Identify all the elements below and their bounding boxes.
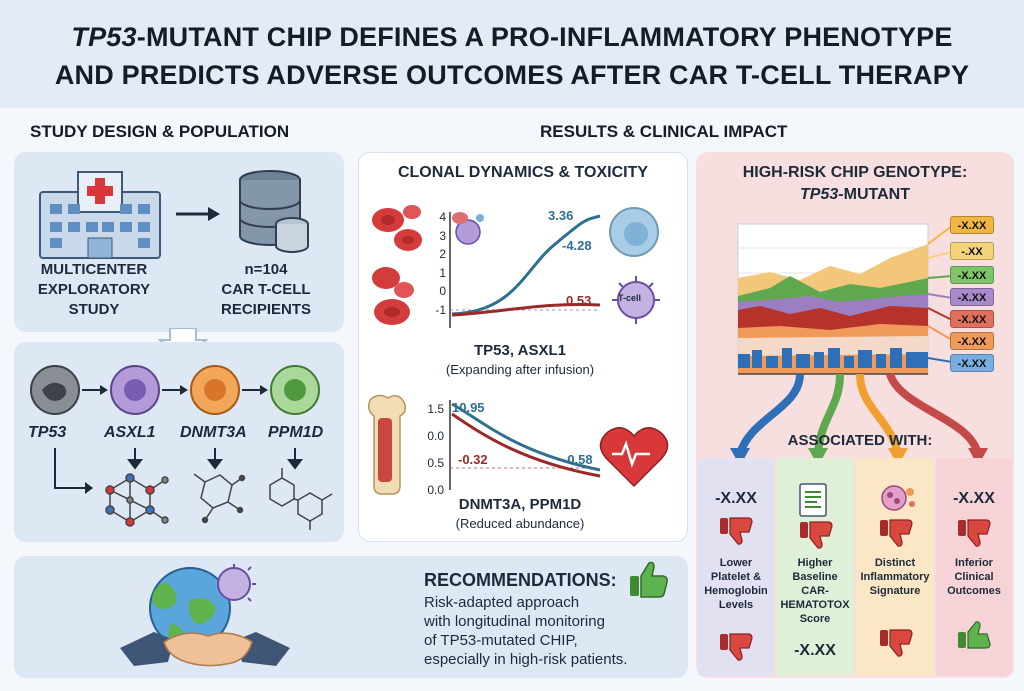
risk-heading-2: TP53-MUTANT bbox=[800, 186, 910, 203]
gene-label-ppm1d: PPM1D bbox=[268, 424, 324, 441]
bottom-chart-subcaption: (Reduced abundance) bbox=[455, 516, 585, 531]
molecule-icon bbox=[269, 468, 333, 530]
heart-icon bbox=[599, 427, 669, 488]
thumbs-down-icon bbox=[800, 521, 833, 549]
risk-tag-4: -X.XX bbox=[950, 288, 994, 306]
risk-tag-6: -X.XX bbox=[950, 332, 994, 350]
clonal-heading: CLONAL DYNAMICS & TOXICITY bbox=[397, 164, 649, 181]
bottom-label-3: -0.58 bbox=[563, 452, 593, 467]
top-chart-caption: TP53, ASXL1 bbox=[474, 342, 566, 359]
outcome-value-1: -X.XX bbox=[715, 490, 757, 507]
title-banner bbox=[0, 0, 1024, 108]
title-line-2: AND PREDICTS ADVERSE OUTCOMES AFTER CAR … bbox=[54, 60, 970, 90]
risk-heading-1: HIGH-RISK CHIP GENOTYPE: bbox=[742, 164, 968, 181]
recommendations-text: Risk-adapted approach with longitudinal … bbox=[424, 594, 628, 668]
globe-handshake-icon bbox=[120, 564, 290, 667]
top-chart-subcaption: (Expanding after infusion) bbox=[445, 362, 595, 377]
bottom-label-2: -0.32 bbox=[458, 452, 488, 467]
molecule-icon bbox=[105, 473, 169, 527]
hospital-icon bbox=[39, 171, 161, 259]
risk-tag-7: -X.XX bbox=[950, 354, 994, 372]
top-label-2: -4.28 bbox=[562, 238, 592, 253]
outcome-text-3: Distinct Inflammatory Signature bbox=[860, 557, 930, 597]
thumbs-down-icon bbox=[720, 517, 753, 545]
recommendations-heading: RECOMMENDATIONS: bbox=[424, 570, 617, 590]
outcome-text-1: Lower Platelet & Hemoglobin Levels bbox=[704, 557, 768, 611]
study-population: n=104 CAR T-CELL RECIPIENTS bbox=[220, 261, 311, 318]
expanding-clones-chart bbox=[372, 205, 660, 328]
risk-tag-2: -.XX bbox=[950, 242, 994, 260]
gene-label-dnmt3a: DNMT3A bbox=[180, 424, 247, 441]
thumbs-down-icon bbox=[958, 519, 991, 547]
red-blood-cell-icon bbox=[372, 205, 422, 325]
outcome-value-2: -X.XX bbox=[794, 642, 836, 659]
report-icon bbox=[799, 483, 827, 517]
bottom-chart-caption: DNMT3A, PPM1D bbox=[458, 496, 582, 513]
handshake-icon bbox=[120, 632, 290, 667]
gene-label-asxl1: ASXL1 bbox=[104, 424, 156, 441]
database-icon bbox=[239, 170, 309, 253]
results-heading: RESULTS & CLINICAL IMPACT bbox=[540, 122, 788, 141]
ppm1d-cell-icon bbox=[270, 365, 320, 415]
inflammatory-cell-icon bbox=[881, 485, 915, 511]
top-chart-y-ticks: 4 3 2 1 0 -1 bbox=[435, 210, 446, 317]
bottom-label-1: 10.95 bbox=[452, 400, 485, 415]
study-type: MULTICENTER EXPLORATORY STUDY bbox=[37, 261, 151, 318]
risk-tag-5: -X.XX bbox=[950, 310, 994, 328]
study-icons bbox=[39, 170, 309, 259]
thumbs-down-icon bbox=[720, 633, 753, 661]
risk-tag-3: -X.XX bbox=[950, 266, 994, 284]
thumbs-up-icon bbox=[958, 621, 991, 649]
asxl1-cell-icon bbox=[110, 365, 160, 415]
thumbs-up-icon bbox=[630, 561, 668, 598]
outcome-text-2: Higher Baseline CAR- HEMATOTOX Score bbox=[780, 557, 850, 625]
stacked-area-chart bbox=[730, 223, 988, 466]
molecule-icon bbox=[193, 473, 246, 524]
title-line-1-text: -MUTANT CHIP DEFINES A PRO-INFLAMMATORY … bbox=[136, 22, 953, 52]
outcome-text-4: Inferior Clinical Outcomes bbox=[947, 557, 1001, 597]
tcell-label: T-cell bbox=[618, 293, 642, 303]
gene-cells-diagram bbox=[30, 365, 333, 530]
thumbs-down-icon bbox=[880, 519, 913, 547]
title-gene: TP53 bbox=[71, 22, 137, 52]
tp53-cell-icon bbox=[30, 365, 80, 415]
gene-label-tp53: TP53 bbox=[28, 424, 67, 441]
design-heading: STUDY DESIGN & POPULATION bbox=[30, 122, 290, 141]
outcome-value-4: -X.XX bbox=[953, 490, 995, 507]
associated-heading: ASSOCIATED WITH: bbox=[787, 432, 933, 449]
risk-tag-1: -X.XX bbox=[950, 216, 994, 234]
dnmt3a-cell-icon bbox=[190, 365, 240, 415]
top-label-1: 3.36 bbox=[548, 208, 574, 223]
bottom-chart-y-ticks: 1.5 0.0 0.5 0.0 bbox=[427, 402, 444, 497]
recommendations-panel bbox=[14, 556, 688, 678]
title-line-1: TP53-MUTANT CHIP DEFINES A PRO-INFLAMMAT… bbox=[0, 22, 1024, 53]
reduced-clones-chart bbox=[367, 394, 669, 495]
bone-icon bbox=[367, 394, 407, 495]
top-label-3: 0.53 bbox=[566, 293, 592, 308]
thumbs-down-icon bbox=[880, 629, 913, 657]
